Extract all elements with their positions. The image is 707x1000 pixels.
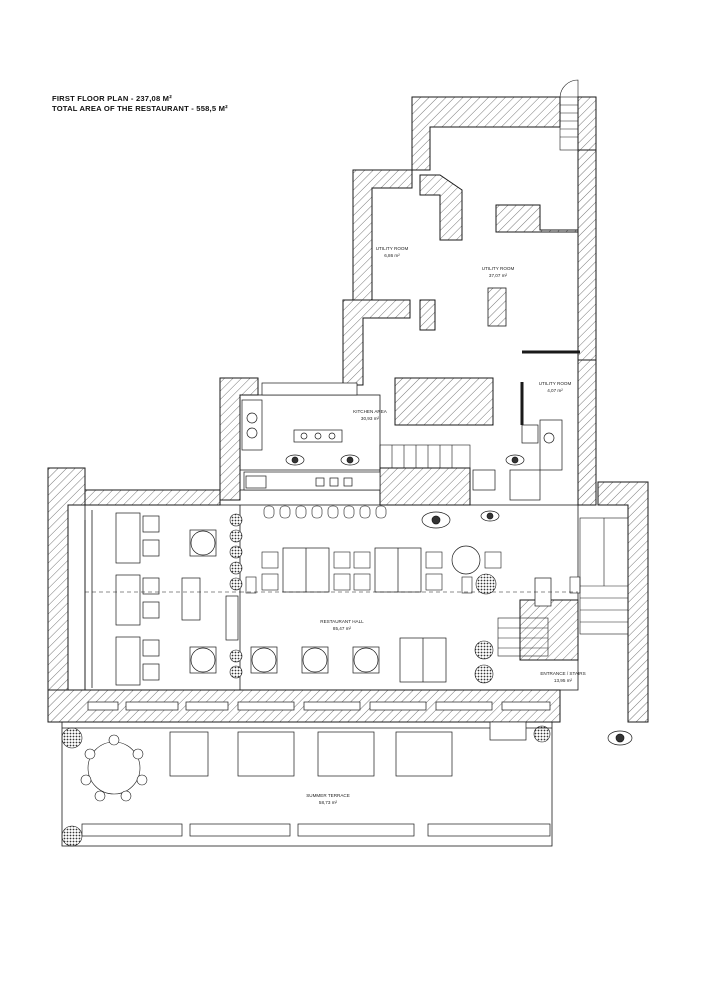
kitchen-workers [285, 454, 525, 466]
wall-right-lower [597, 481, 649, 723]
round-tables [190, 530, 379, 673]
utility-fixtures [472, 419, 563, 501]
room-labels: UTILITY ROOM 6,86 m² UTILITY ROOM 37,07 … [306, 246, 585, 805]
wall-left [47, 467, 86, 723]
plan-total-area: TOTAL AREA OF THE RESTAURANT - 558,5 M² [52, 104, 228, 113]
label-utility-3-area: 4,07 m² [547, 388, 563, 393]
kitchen-equipment [241, 382, 381, 491]
wall-stairs-core [519, 599, 579, 661]
walls [47, 96, 649, 723]
wall-utility1-right [419, 174, 463, 241]
kitchen-stairs [379, 444, 471, 469]
label-entrance-area: 13,95 m² [554, 678, 573, 683]
label-kitchen-name: KITCHEN AREA [353, 409, 388, 414]
terrace-benches [81, 823, 551, 837]
hall-furniture [115, 512, 552, 686]
label-entrance-name: ENTRANCE / STAIRS [540, 671, 585, 676]
terrace-outline [61, 721, 553, 847]
terrace-tables [169, 721, 527, 777]
wall-core [394, 377, 494, 426]
entrance-stairs [497, 517, 629, 657]
wall-utility1 [352, 169, 413, 301]
wall-right-mid [577, 359, 597, 506]
label-utility-2-area: 37,07 m² [489, 273, 508, 278]
plan-title: FIRST FLOOR PLAN - 237,08 M² [52, 94, 172, 103]
label-hall-area: 85,47 m² [333, 626, 352, 631]
label-hall-name: RESTAURANT HALL [320, 619, 364, 624]
round-booth [80, 734, 148, 802]
wall-mid-1 [342, 299, 411, 386]
label-utility-2-name: UTILITY ROOM [482, 266, 515, 271]
label-utility-1-name: UTILITY ROOM [376, 246, 409, 251]
label-kitchen-area: 30,93 m² [361, 416, 380, 421]
wall-tower-right [577, 96, 597, 151]
facade-windows [87, 701, 551, 711]
top-stairs [559, 79, 579, 151]
label-utility-1-area: 6,86 m² [384, 253, 400, 258]
label-terrace-area: 58,73 m² [319, 800, 338, 805]
entrance-people [421, 510, 633, 746]
wall-left-top [84, 489, 221, 506]
hall-chairs [245, 505, 581, 594]
wall-mid-2 [419, 299, 436, 331]
wall-tower [411, 96, 561, 171]
wall-core-2 [379, 467, 471, 506]
label-terrace-name: SUMMER TERRACE [306, 793, 350, 798]
label-utility-3-name: UTILITY ROOM [539, 381, 572, 386]
